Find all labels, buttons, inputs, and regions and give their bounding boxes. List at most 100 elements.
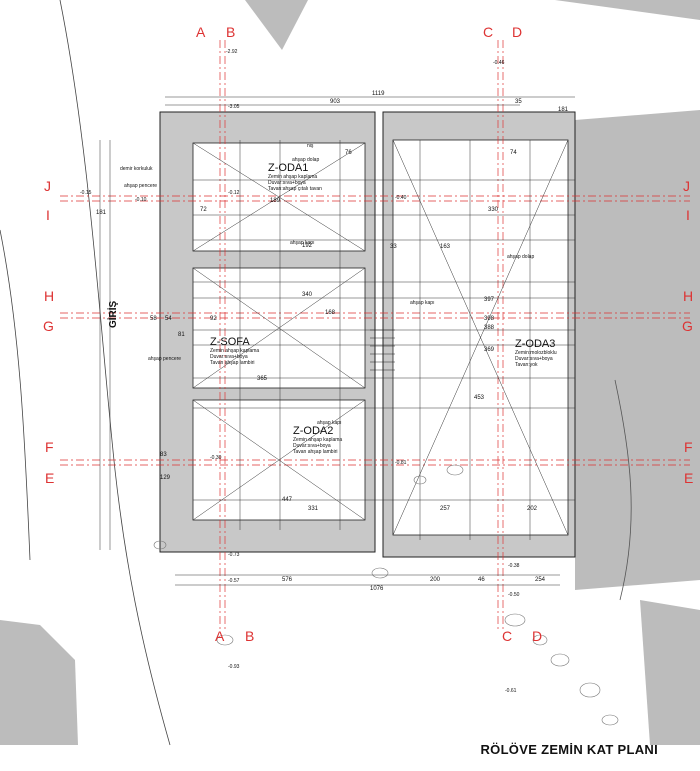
dim-interior: 129 xyxy=(160,475,171,481)
marker-top-d: D xyxy=(512,24,523,40)
terrain-right xyxy=(575,110,700,590)
level-mark: -0.73 xyxy=(228,552,240,558)
level-mark: -2.92 xyxy=(226,49,238,55)
marker-top-a: A xyxy=(196,24,206,40)
dim-interior: 168 xyxy=(325,310,336,316)
dim-interior: 369 xyxy=(484,347,495,353)
dim-interior: 181 xyxy=(96,210,107,216)
room-name: Z-SOFA xyxy=(210,336,250,348)
dim-interior: 189 xyxy=(270,198,281,204)
dim-interior: 54 xyxy=(165,316,172,322)
marker-bottom-d: D xyxy=(532,628,543,644)
dim-interior: 33 xyxy=(390,244,397,250)
dim-interior: 81 xyxy=(178,332,185,338)
dimension-lines xyxy=(99,96,575,586)
level-mark: -3.05 xyxy=(228,104,240,110)
dim-interior: 202 xyxy=(527,506,538,512)
section-lines xyxy=(60,40,690,630)
room-oda1: Z-ODA1 Zemin ahşap kaplama Duvar:sıva+bo… xyxy=(268,162,322,192)
level-mark: -0.30 xyxy=(210,455,222,461)
dim-interior: 397 xyxy=(484,297,495,303)
dim-bottom-part: 200 xyxy=(430,577,441,583)
annotation: ahşap kapı xyxy=(410,300,435,306)
dim-interior: 257 xyxy=(440,506,451,512)
dim-bottom-part: 46 xyxy=(478,577,485,583)
dim-interior: 365 xyxy=(257,376,268,382)
dim-interior: 340 xyxy=(302,292,313,298)
dim-interior: 331 xyxy=(308,506,319,512)
page-title: RÖLÖVE ZEMİN KAT PLANI xyxy=(480,742,658,757)
marker-left-g: G xyxy=(43,318,54,334)
stair xyxy=(370,329,395,371)
marker-right-j: J xyxy=(683,178,690,194)
dim-interior: 398 xyxy=(484,316,495,322)
annotation: ahşap pencere xyxy=(124,183,158,189)
marker-left-e: E xyxy=(45,470,55,486)
dim-bottom-part: 576 xyxy=(282,577,293,583)
marker-bottom-a: A xyxy=(215,628,225,644)
level-mark: -0.81 xyxy=(395,460,407,466)
annotation: demir korkuluk xyxy=(120,166,153,172)
dim-interior: 388 xyxy=(484,325,495,331)
room-note: Tavan:yok xyxy=(515,362,538,368)
room-note: Tavan:ahşap çıtalı tavan xyxy=(268,186,322,192)
terrain-top-right xyxy=(245,0,308,50)
annotation: ahşap dolap xyxy=(292,157,320,163)
level-mark: -0.57 xyxy=(228,578,240,584)
terrain-top-right-edge xyxy=(555,0,700,20)
marker-right-g: G xyxy=(682,318,693,334)
annotation: ahşap kapı xyxy=(317,420,342,426)
level-mark: -0.40 xyxy=(395,195,407,201)
level-mark: -0.38 xyxy=(508,563,520,569)
level-mark: -0.15 xyxy=(80,190,92,196)
room-note: Zemin ahşap kaplama xyxy=(268,174,318,180)
marker-right-f: F xyxy=(684,439,693,455)
dim-interior: 72 xyxy=(200,207,207,213)
room-note: Duvar:sıva+boya xyxy=(268,180,306,186)
dim-interior: 447 xyxy=(282,497,293,503)
dim-top-part: 903 xyxy=(330,99,341,105)
marker-left-j: J xyxy=(44,178,51,194)
annotation: ahşap kapı xyxy=(290,240,315,246)
room-oda2: Z-ODA2 Zemin ahşap kaplama Duvar:sıva+bo… xyxy=(293,425,342,455)
marker-left-f: F xyxy=(45,439,54,455)
dim-top-part: 35 xyxy=(515,99,522,105)
dim-interior: 92 xyxy=(210,316,217,322)
dim-interior: 192 xyxy=(302,243,313,249)
marker-left-h: H xyxy=(44,288,55,304)
rubble xyxy=(153,464,619,726)
dim-interior: 330 xyxy=(488,207,499,213)
room-sofa: Z-SOFA Zemin ahşap kaplama Duvar:sıva+bo… xyxy=(210,336,259,366)
room-name: Z-ODA2 xyxy=(293,425,334,437)
road-edge xyxy=(614,379,632,601)
room-name: Z-ODA1 xyxy=(268,162,309,174)
dim-interior: 453 xyxy=(474,395,485,401)
room-note: Duvar:sıva+boya xyxy=(293,443,331,449)
level-mark: -0.93 xyxy=(228,664,240,670)
marker-right-h: H xyxy=(683,288,694,304)
dim-interior: 74 xyxy=(510,150,517,156)
dim-bottom-part: 254 xyxy=(535,577,546,583)
room-oda3: Z-ODA3 Zemin:molozbloklu Duvar:sıva+boya… xyxy=(515,338,557,368)
level-mark: -0.12 xyxy=(228,190,240,196)
room-name: Z-ODA3 xyxy=(515,338,556,350)
room-note: Zemin:molozbloklu xyxy=(515,350,557,356)
dim-top-part: 181 xyxy=(558,107,569,113)
level-mark: -0.50 xyxy=(508,592,520,598)
dim-interior: 83 xyxy=(160,452,167,458)
room-note: Tavan ahşap lambiri xyxy=(210,360,255,366)
annotation: ahşap dolap xyxy=(507,254,535,260)
level-mark: -0.61 xyxy=(505,688,517,694)
annotation: ahşap pencere xyxy=(148,356,182,362)
dim-interior: 76 xyxy=(345,150,352,156)
marker-top-b: B xyxy=(226,24,236,40)
annotation: niş xyxy=(307,143,314,149)
marker-left-i: I xyxy=(46,207,50,223)
dim-interior: 163 xyxy=(440,244,451,250)
terrain-left-bottom xyxy=(0,620,78,745)
road-line xyxy=(0,229,31,561)
marker-bottom-c: C xyxy=(502,628,513,644)
marker-right-e: E xyxy=(684,470,694,486)
terrain-right-bottom xyxy=(640,600,700,745)
marker-top-c: C xyxy=(483,24,494,40)
